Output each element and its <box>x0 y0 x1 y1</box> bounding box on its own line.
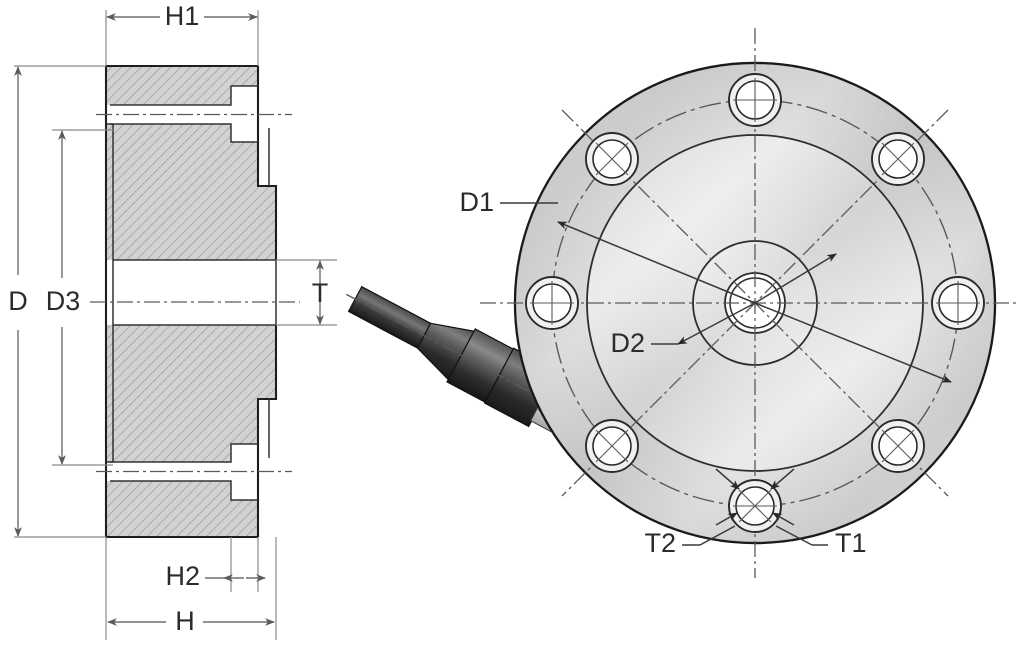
front-view: D1 D2 T1 T2 <box>346 28 1018 578</box>
bolt-hole <box>525 276 579 330</box>
section-upper-flange <box>106 66 258 105</box>
dimension-label-H1: H1 <box>165 1 200 31</box>
dimension-label-D1: D1 <box>459 187 494 217</box>
dimension-label-T1: T1 <box>835 528 867 558</box>
bolt-hole <box>931 276 985 330</box>
dimension-label-H: H <box>175 606 195 636</box>
d1-diameter-leader <box>754 302 952 383</box>
dimension-label-T2: T2 <box>644 528 676 558</box>
dimension-label-D: D <box>8 286 28 316</box>
section-right-profile-lower <box>256 325 278 537</box>
dimension-D2: D2 <box>610 328 678 358</box>
bolt-hole <box>585 132 639 186</box>
dimension-T1: T1 <box>715 468 867 558</box>
connector-centerline <box>346 293 572 415</box>
dimension-label-D2: D2 <box>610 328 645 358</box>
section-lower-hole-outline <box>110 443 258 501</box>
dimension-label-H2: H2 <box>165 561 200 591</box>
bolt-hole <box>728 73 782 127</box>
d2-diameter-leader <box>754 253 837 304</box>
dimension-T2: T2 <box>644 512 795 558</box>
d2-diameter-leader-opposite <box>677 302 756 345</box>
bolt-hole <box>871 132 925 186</box>
dimension-label-D3: D3 <box>46 286 81 316</box>
section-center-groove <box>106 260 276 325</box>
dimension-T: T <box>276 259 337 326</box>
bolt-hole <box>585 419 639 473</box>
section-right-profile-upper <box>256 66 278 260</box>
dimension-D3: D3 <box>46 129 113 466</box>
section-lower-flange-strip <box>106 481 258 500</box>
bolt-hole <box>871 419 925 473</box>
dimension-H2: H2 <box>165 537 266 592</box>
section-lower-flange <box>106 500 258 537</box>
dimension-H1: H1 <box>105 1 259 66</box>
section-view: H1 D D3 T <box>8 1 337 640</box>
section-main-body-upper <box>106 124 276 260</box>
dimension-D: D <box>8 65 106 538</box>
d1-diameter-leader-opposite <box>557 221 756 304</box>
bolt-hole-annotated <box>728 479 782 533</box>
dimension-D1: D1 <box>459 187 558 217</box>
dimension-label-T: T <box>312 278 329 308</box>
dimension-H: H <box>105 537 277 640</box>
section-main-body-lower <box>106 325 276 462</box>
section-upper-hole-outline <box>110 85 258 143</box>
